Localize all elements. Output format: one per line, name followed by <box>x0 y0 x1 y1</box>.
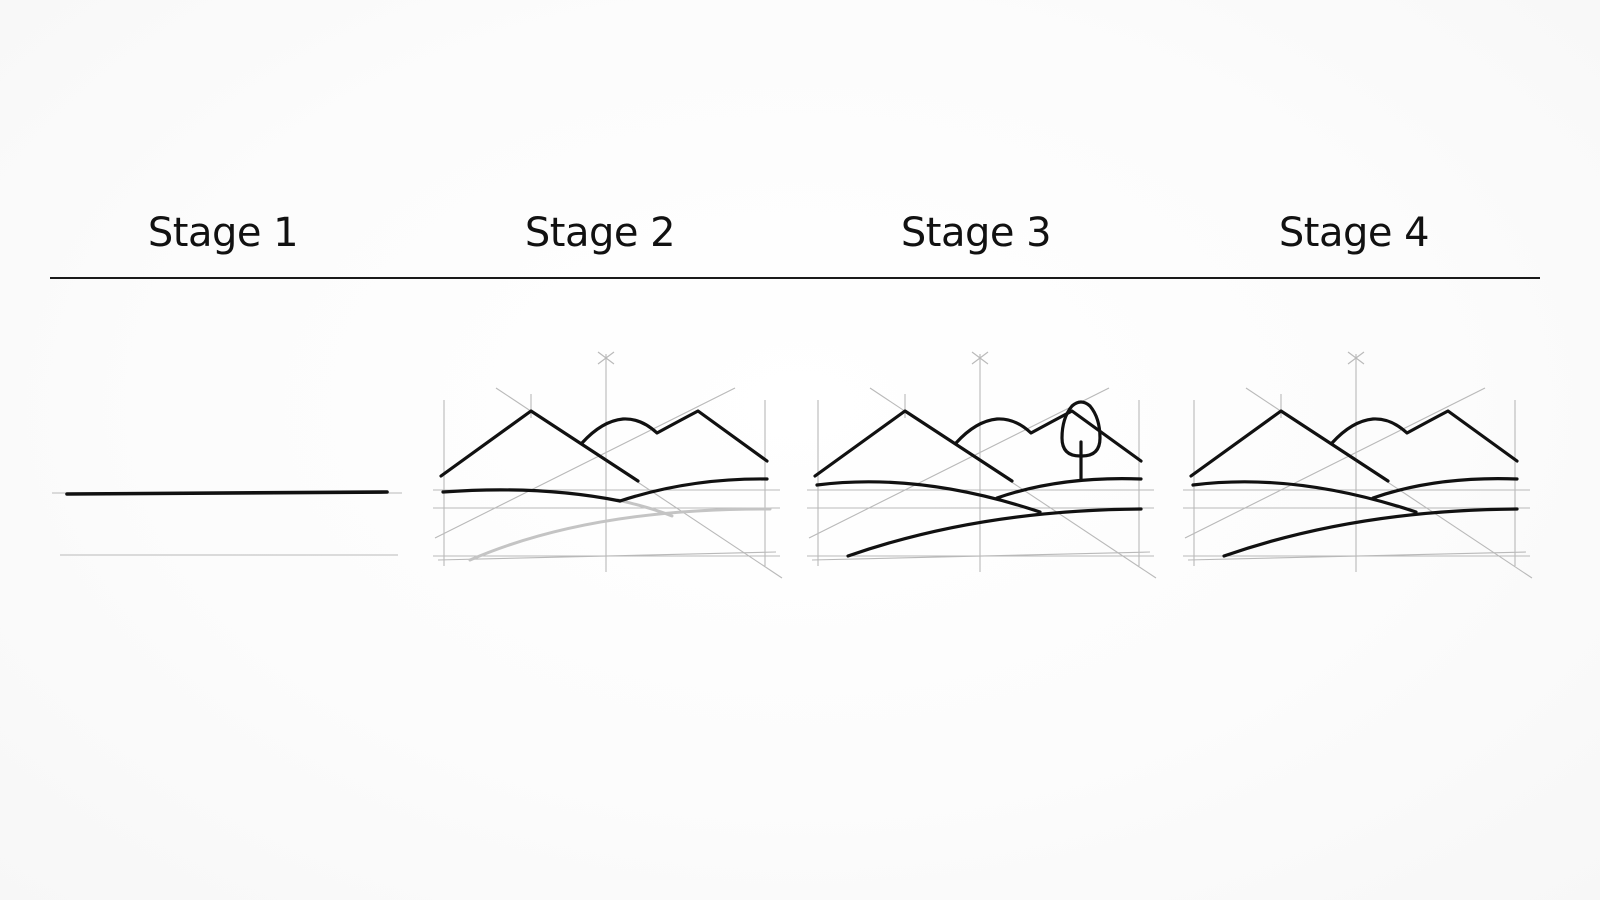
stage-4-construction-guides <box>1183 351 1533 579</box>
stage-3-left-hill <box>815 480 1042 514</box>
tree-canopy <box>1060 400 1102 458</box>
stage-2-construction-guides <box>433 351 783 579</box>
stage-3-construction-guides <box>807 351 1157 579</box>
stage-3-foreground-hill <box>846 507 1143 558</box>
stage-4-foreground-hill <box>1222 507 1519 558</box>
stage-4-title: Stage 4 <box>1278 210 1430 256</box>
stage-4-right-mountain <box>1330 409 1519 463</box>
header-divider <box>50 277 1540 279</box>
stage-3-right-hill <box>995 477 1143 500</box>
stage-3-right-mountain <box>954 409 1143 463</box>
stage-3-sketch <box>807 351 1157 579</box>
stage-2-left-hill <box>441 488 622 503</box>
stage-2-right-mountain <box>580 409 769 463</box>
stage-3-left-mountain <box>813 409 1014 483</box>
tree-icon <box>1060 400 1102 482</box>
stage-2-title: Stage 2 <box>524 210 676 256</box>
stage-2-right-hill <box>618 477 769 503</box>
stage-1-title: Stage 1 <box>147 210 299 256</box>
stage-1-sketch <box>52 490 402 556</box>
stage-1-horizon-line <box>65 490 389 496</box>
stage-4-left-mountain <box>1189 409 1390 483</box>
stage-2-foreground-hill-sketch <box>468 507 772 562</box>
stage-4-right-hill <box>1371 477 1519 500</box>
stage-2-left-mountain <box>439 409 640 483</box>
stage-2-sketch <box>433 351 783 579</box>
stage-4-sketch <box>1183 351 1533 579</box>
stage-3-title: Stage 3 <box>900 210 1052 256</box>
stage-4-left-hill <box>1191 480 1418 514</box>
